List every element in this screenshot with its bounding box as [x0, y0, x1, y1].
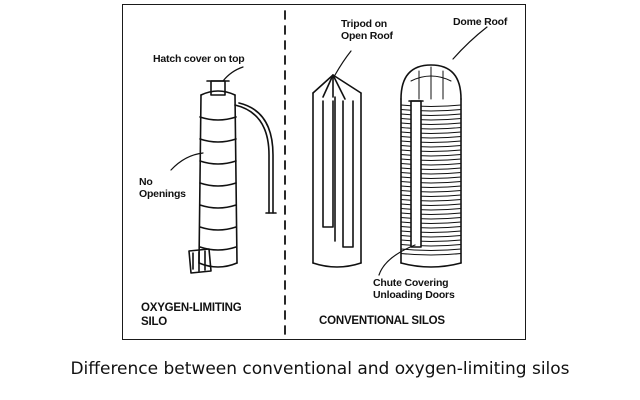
- oxygen-limiting-silo-drawing: [170, 66, 277, 274]
- hatch-cover-label: Hatch cover on top: [153, 53, 245, 65]
- oxygen-limiting-silo-title-line1: OXYGEN-LIMITING: [141, 302, 242, 314]
- oxygen-limiting-silo-title-line2: SILO: [141, 316, 168, 328]
- no-openings-label-line1: No: [139, 176, 153, 188]
- conventional-silos-title: CONVENTIONAL SILOS: [319, 315, 445, 327]
- silo-illustration: [170, 10, 488, 336]
- dome-roof-label: Dome Roof: [453, 16, 508, 28]
- tripod-label-line2: Open Roof: [341, 30, 393, 42]
- tripod-label-line1: Tripod on: [341, 18, 388, 30]
- figure-caption: Difference between conventional and oxyg…: [70, 359, 570, 379]
- conventional-silo-dome-drawing: [378, 26, 488, 276]
- conventional-silo-tripod-drawing: [312, 50, 362, 268]
- chute-label-line2: Unloading Doors: [373, 289, 455, 301]
- chute-label-line1: Chute Covering: [373, 277, 449, 289]
- silo-diagram: Hatch cover on top No Openings Tripod on…: [122, 4, 526, 340]
- no-openings-label-line2: Openings: [139, 188, 186, 200]
